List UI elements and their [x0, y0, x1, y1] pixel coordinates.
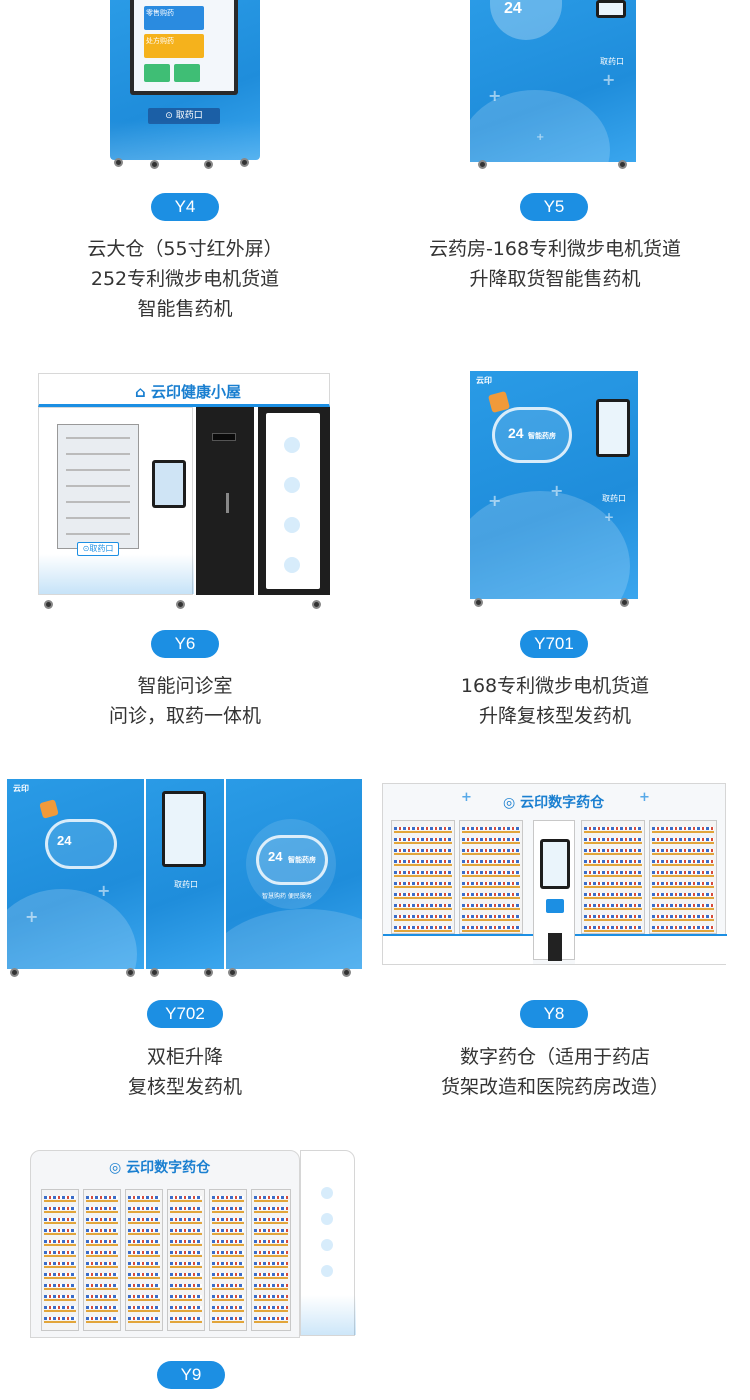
y5-screen — [596, 0, 626, 18]
y702-machine-image: 云印 24 + + 取药口 24 智能药房 智慧购药 便民服务 — [7, 779, 362, 969]
y8-machine-image: ◎ 云印数字药仓 + + — [382, 783, 727, 965]
y702-slogan: 智慧购药 便民服务 — [262, 893, 312, 900]
y6-screen — [152, 460, 186, 508]
y4-machine-image: 零售购药 处方购药 ⊙ 取药口 — [110, 0, 260, 160]
y6-machine-image: ⌂ 云印健康小屋 ⊙取药口 — [38, 373, 330, 601]
y702-pickup-label: 取药口 — [174, 880, 198, 889]
y701-corner-brand: 云印 — [476, 376, 492, 385]
y702-description: 双柜升降 复核型发药机 — [127, 1046, 242, 1098]
y8-screen — [540, 839, 570, 889]
model-badge-y9: Y9 — [157, 1361, 225, 1389]
y5-machine-image: 24 取药口 + + + — [460, 0, 636, 210]
model-badge-y6: Y6 — [151, 630, 219, 658]
model-badge-y4: Y4 — [151, 193, 219, 221]
y701-pickup-label: 取药口 — [602, 494, 626, 503]
model-badge-y702: Y702 — [147, 1000, 223, 1028]
model-badge-y5: Y5 — [520, 193, 588, 221]
y701-screen — [596, 399, 630, 457]
y4-pickup-slot: ⊙ 取药口 — [148, 108, 220, 124]
y702-screen — [162, 791, 206, 867]
y4-tile-retail: 零售购药 — [144, 6, 204, 30]
y8-brand: ◎ 云印数字药仓 — [503, 795, 605, 811]
y5-pickup-label: 取药口 — [600, 57, 624, 66]
y8-description: 数字药仓（适用于药店 货架改造和医院药房改造） — [440, 1046, 669, 1098]
y4-screen: 零售购药 处方购药 — [130, 0, 238, 95]
y4-description: 云大仓（55寸红外屏） 252专利微步电机货道 智能售药机 — [87, 238, 283, 320]
model-badge-y701: Y701 — [520, 630, 588, 658]
y701-machine-image: 云印 24 智能药房 取药口 + + + — [450, 371, 638, 641]
y701-brand-text: 智能药房 — [528, 433, 556, 440]
y9-side-panel — [300, 1150, 356, 1336]
y5-description: 云药房-168专利微步电机货道 升降取货智能售药机 — [428, 238, 682, 290]
y6-description: 智能问诊室 问诊，取药一体机 — [108, 675, 261, 727]
y4-tile-prescription: 处方购药 — [144, 34, 204, 58]
y701-description: 168专利微步电机货道 升降复核型发药机 — [460, 675, 650, 727]
model-badge-y8: Y8 — [520, 1000, 588, 1028]
y702-corner-brand: 云印 — [13, 784, 29, 793]
y9-machine-image: ◎ 云印数字药仓 — [30, 1150, 300, 1338]
y6-pickup-slot: ⊙取药口 — [77, 542, 119, 556]
y701-brand-number: 24 — [508, 425, 524, 441]
y6-brand: ⌂ 云印健康小屋 — [135, 383, 241, 401]
y9-brand: ◎ 云印数字药仓 — [109, 1160, 211, 1176]
